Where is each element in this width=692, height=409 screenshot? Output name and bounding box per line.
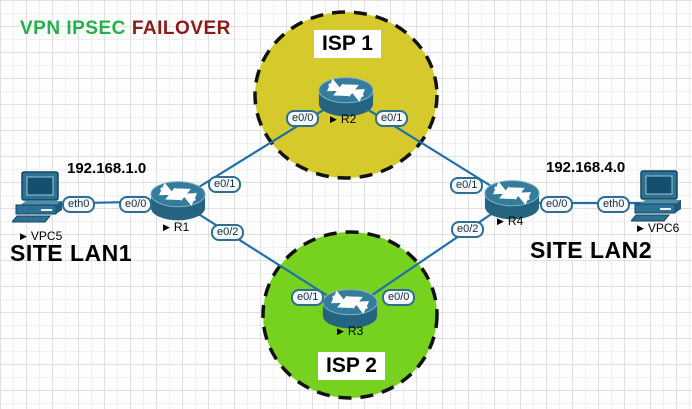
router-icon-r2[interactable] [317,75,375,119]
network-label-lan1[interactable]: 192.168.1.0 [67,160,147,177]
iface-label-r4-e0-0[interactable]: e0/0 [540,196,574,213]
device-name: R2 [340,112,357,126]
iface-label-r3-e0-0[interactable]: e0/0 [382,289,416,306]
device-name: R3 [347,324,364,338]
title-green-part: VPN IPSEC [20,18,126,39]
isp2-label[interactable]: ISP 2 [318,352,385,380]
iface-label-r3-e0-1[interactable]: e0/1 [291,289,325,306]
iface-label-r1-e0-0[interactable]: e0/0 [119,196,153,213]
iface-label-r2-e0-0[interactable]: e0/0 [286,110,320,127]
device-label-vpc5[interactable]: ▶ VPC5 [20,229,62,243]
site-lan1-label[interactable]: SITE LAN1 [10,240,133,266]
pc-icon-vpc6[interactable] [631,170,683,222]
status-triangle-icon: ▶ [163,222,170,232]
iface-label-r1-e0-2[interactable]: e0/2 [211,224,245,241]
device-label-r1[interactable]: ▶ R1 [163,220,189,234]
status-triangle-icon: ▶ [497,216,504,226]
device-label-r3[interactable]: ▶ R3 [337,324,363,338]
iface-label-r2-e0-1[interactable]: e0/1 [375,110,409,127]
status-triangle-icon: ▶ [637,223,644,233]
iface-label-r1-e0-1[interactable]: e0/1 [208,176,242,193]
router-icon-r4[interactable] [483,178,541,222]
title-red-part: FAILOVER [131,18,231,39]
device-name: VPC6 [647,221,680,235]
router-icon-r3[interactable] [321,287,379,331]
status-triangle-icon: ▶ [20,231,27,241]
device-name: VPC5 [30,229,63,243]
device-label-r4[interactable]: ▶ R4 [497,214,523,228]
iface-label-r4-e0-1[interactable]: e0/1 [450,177,484,194]
link-r2-r4[interactable] [345,95,513,200]
iface-label-vpc5-eth0[interactable]: eth0 [62,196,96,213]
site-lan2-label[interactable]: SITE LAN2 [530,237,653,263]
device-label-r2[interactable]: ▶ R2 [330,112,356,126]
link-r3-r4[interactable] [349,199,513,311]
iface-label-vpc6-eth0[interactable]: eth0 [597,196,631,213]
iface-label-r4-e0-2[interactable]: e0/2 [451,221,485,238]
device-label-vpc6[interactable]: ▶ VPC6 [637,221,679,235]
device-name: R4 [507,214,524,228]
status-triangle-icon: ▶ [337,326,344,336]
router-icon-r1[interactable] [149,179,207,223]
device-name: R1 [173,220,190,234]
status-triangle-icon: ▶ [330,114,337,124]
pc-icon-vpc5[interactable] [12,171,64,223]
isp1-label[interactable]: ISP 1 [314,30,381,58]
network-label-lan2[interactable]: 192.168.4.0 [546,159,626,176]
